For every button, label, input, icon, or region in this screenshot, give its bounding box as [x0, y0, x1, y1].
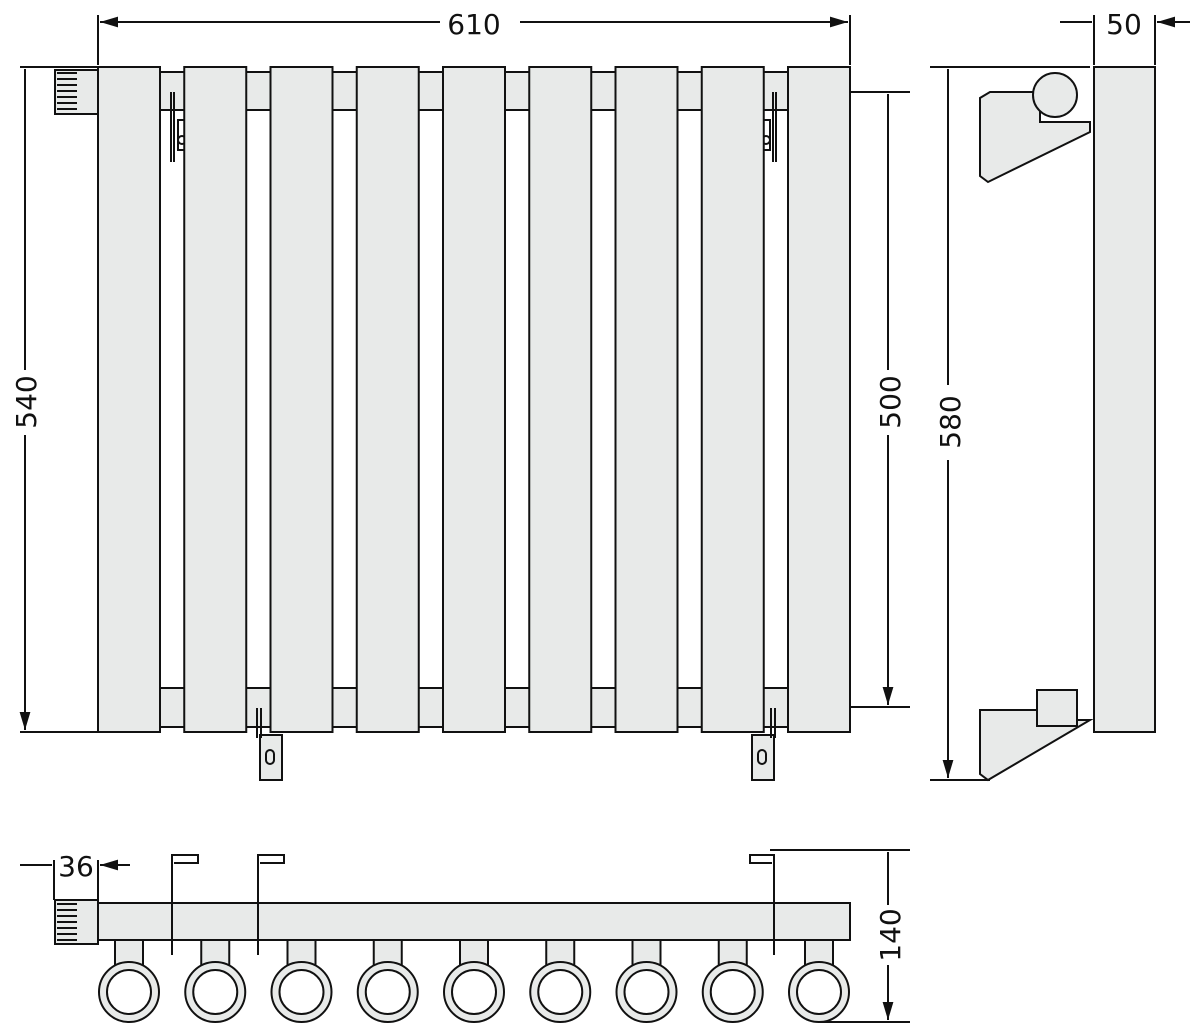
wall-hooks	[171, 854, 775, 955]
radiator-column	[183, 66, 248, 733]
tube-bore	[278, 969, 325, 1015]
radiator-column	[614, 66, 679, 733]
dim-height-front: 540	[10, 375, 43, 428]
dim-depth: 50	[1106, 8, 1142, 41]
radiator-column	[442, 66, 506, 733]
valve-knob	[1032, 72, 1078, 118]
radiator-column	[355, 66, 420, 733]
dimension-lines: 610 540 500 580 50 36 140	[10, 8, 1190, 1022]
tube-bore	[709, 969, 756, 1015]
bottom-connector	[1036, 689, 1078, 727]
tube-bore	[623, 969, 670, 1015]
dim-total-depth: 140	[874, 908, 907, 961]
valve-icon	[54, 69, 99, 115]
dim-axis-distance: 500	[874, 375, 907, 428]
dim-height-side: 580	[934, 395, 967, 448]
side-panel	[1093, 66, 1156, 733]
tube-bore	[192, 969, 239, 1015]
wall-bracket-bottom-left	[256, 708, 283, 781]
dim-valve-offset: 36	[58, 850, 94, 883]
side-view	[979, 66, 1156, 782]
radiator-column	[97, 66, 161, 733]
tube-bore	[451, 969, 497, 1015]
tube-bore	[796, 969, 842, 1015]
wall-bracket-bottom-right	[751, 708, 776, 781]
tube-bore	[364, 969, 411, 1015]
tube-bore	[106, 969, 152, 1015]
bottom-view	[54, 854, 851, 1023]
tube-bore	[537, 969, 584, 1015]
radiator-column	[269, 66, 334, 733]
radiator-column	[787, 66, 851, 733]
radiator-column	[700, 66, 765, 733]
dim-width: 610	[447, 8, 500, 41]
header-bar	[97, 902, 851, 941]
radiator-column	[528, 66, 593, 733]
valve-icon	[54, 899, 99, 945]
front-view	[54, 66, 851, 781]
